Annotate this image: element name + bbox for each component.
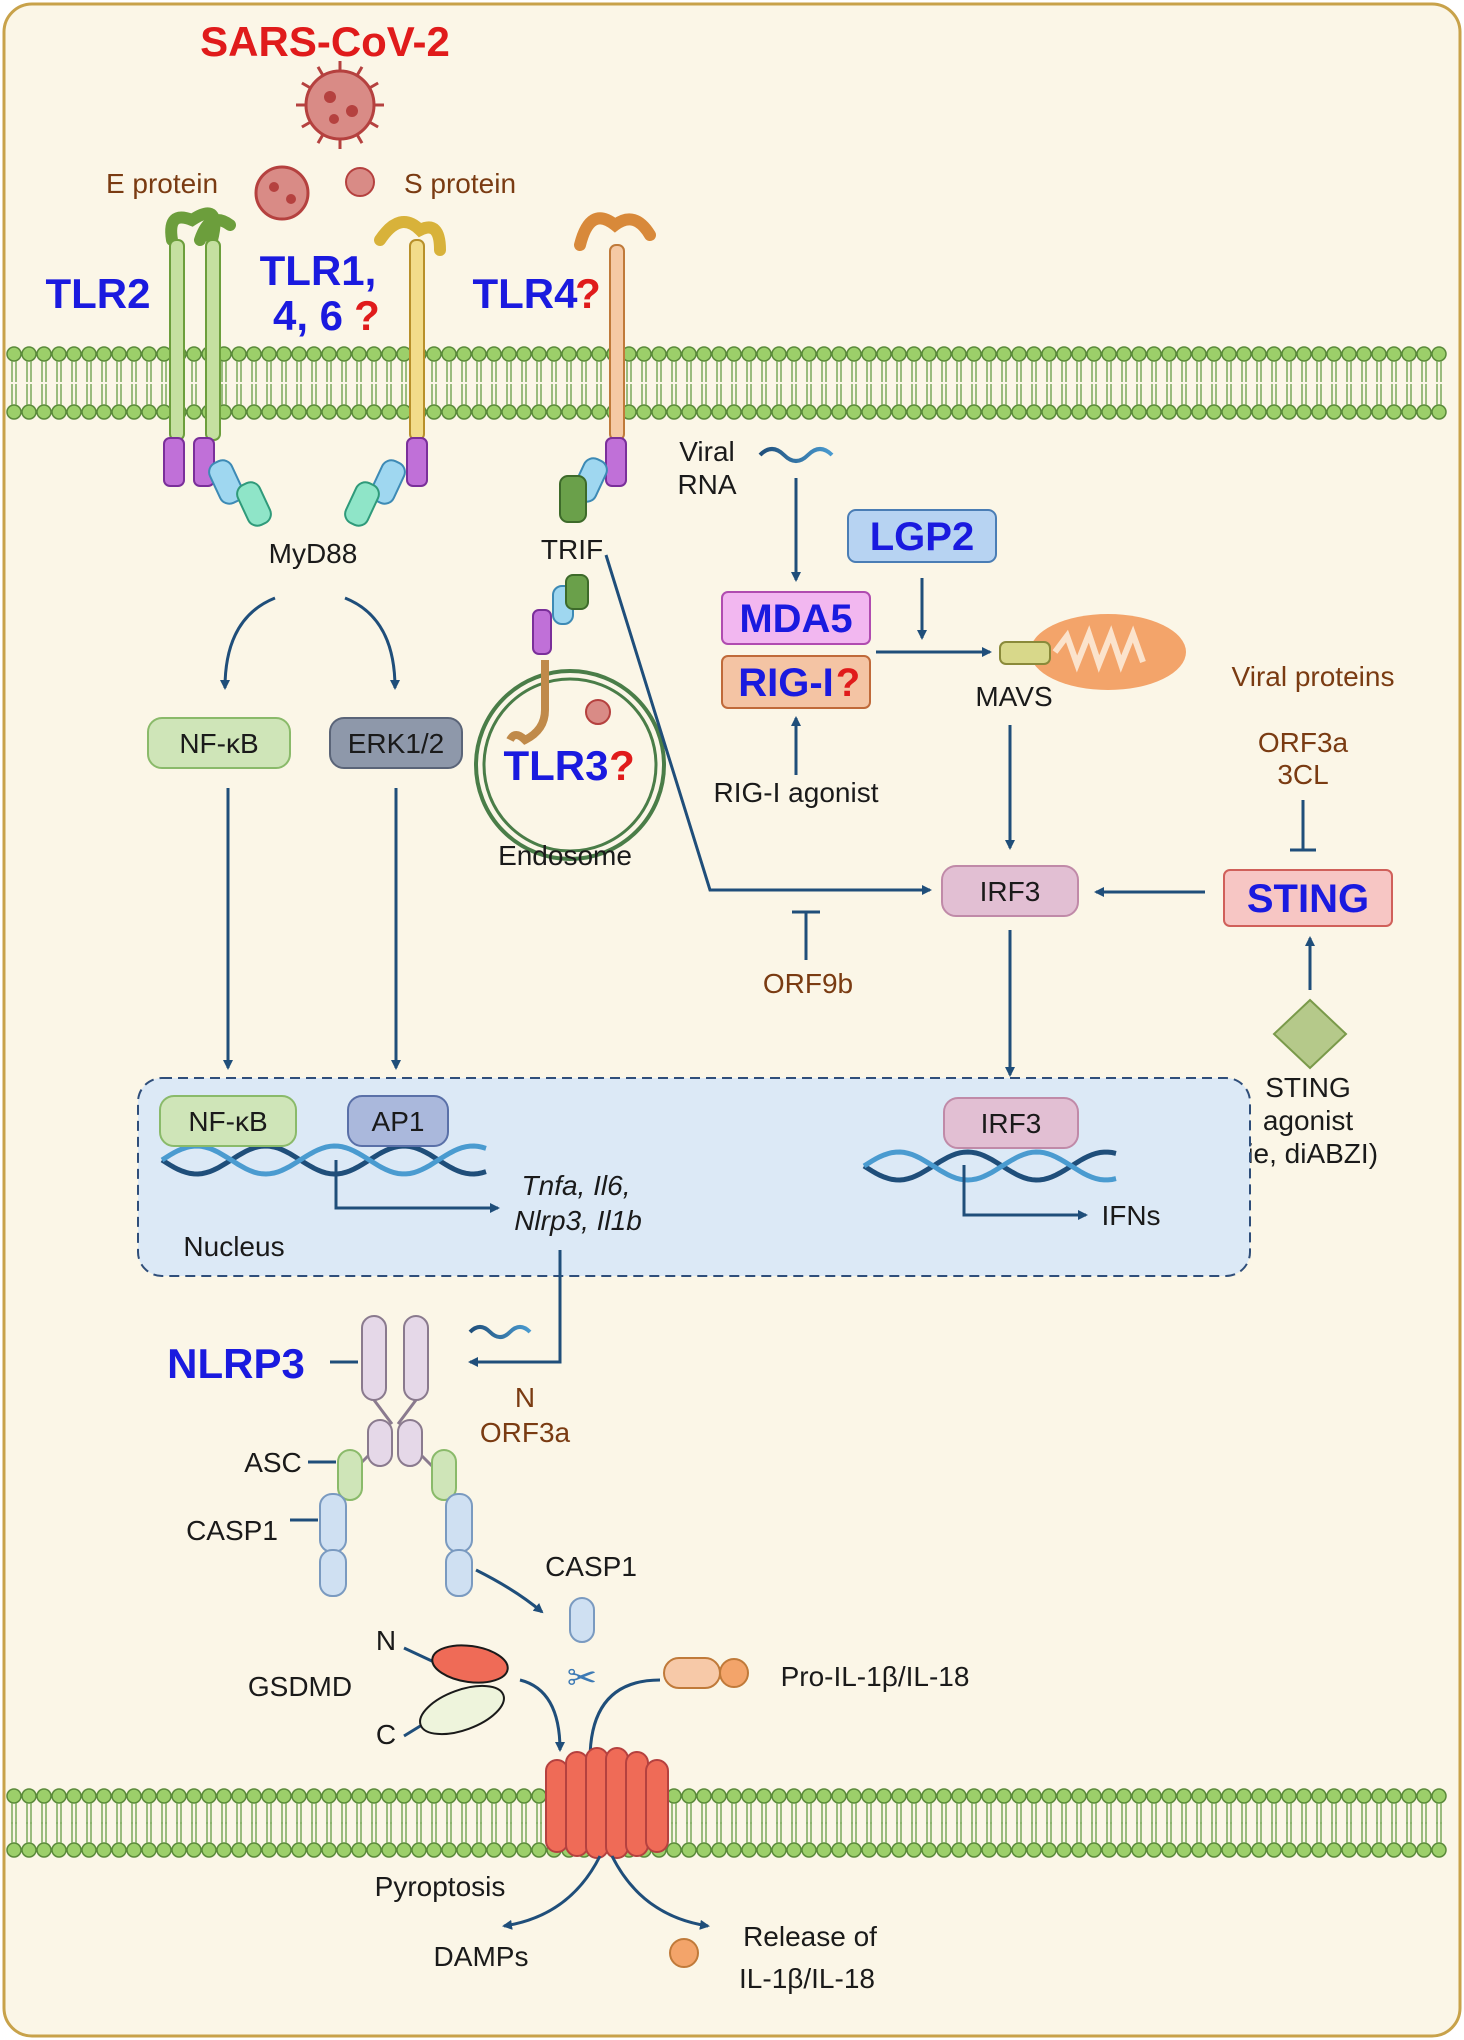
- casp1-label-free: CASP1: [545, 1551, 637, 1582]
- release-line2: IL-1β/IL-18: [739, 1963, 875, 1994]
- dna-helix-icon: [862, 1149, 1117, 1183]
- inflammasome: [319, 1315, 473, 1597]
- virus-icon: [296, 61, 384, 149]
- irf3-label-cytoplasm: IRF3: [980, 876, 1041, 907]
- dna-helix-icon: [160, 1143, 487, 1177]
- nfkb-label-nucleus: NF-κB: [188, 1106, 267, 1137]
- tlr1-question: ?: [354, 292, 380, 339]
- rigi-box: [721, 655, 871, 709]
- tlr3-label: TLR3: [504, 742, 609, 789]
- rna-strand-icon: [758, 447, 834, 463]
- casp1-label-left: CASP1: [186, 1515, 278, 1546]
- irf3-box-nucleus: [943, 1097, 1079, 1149]
- rigi-agonist-label: RIG-I agonist: [714, 777, 879, 808]
- pyroptosis-label: Pyroptosis: [375, 1871, 506, 1902]
- nfkb-box-cytoplasm: [147, 717, 291, 769]
- nucleus: [137, 1077, 1251, 1277]
- tlr4-question: ?: [575, 270, 601, 317]
- nfkb-box-nucleus: [159, 1095, 297, 1147]
- n-label: N: [515, 1382, 535, 1413]
- tlr1-label-line1: TLR1,: [260, 247, 377, 294]
- virus-icon: [254, 165, 310, 221]
- lgp2-label: LGP2: [870, 515, 974, 559]
- scissors-icon: ✂: [567, 1657, 597, 1698]
- tlr4-label: TLR4: [473, 270, 579, 317]
- ap1-label: AP1: [372, 1106, 425, 1137]
- mitochondrion-icon: [1030, 614, 1186, 690]
- pro-il1b-label: Pro-IL-1β/IL-18: [781, 1661, 970, 1692]
- s-protein-label: S protein: [404, 168, 516, 199]
- orf9b-label: ORF9b: [763, 968, 853, 999]
- mavs-label: MAVS: [975, 681, 1052, 712]
- erk-label: ERK1/2: [348, 728, 445, 759]
- nlrp3-label: NLRP3: [167, 1340, 305, 1387]
- tlr1-receptor: [344, 216, 446, 527]
- ap1-box: [347, 1095, 449, 1147]
- mavs-anchor: [999, 641, 1051, 665]
- genes-line1: Tnfa, Il6,: [522, 1170, 631, 1201]
- diamond-agonist-icon: [1272, 998, 1348, 1070]
- tlr2-receptor: [163, 207, 272, 527]
- gsdmd-c-domain: [419, 1684, 505, 1736]
- orf3a-label-2: ORF3a: [480, 1417, 571, 1448]
- pro-il1b-icon: [663, 1657, 749, 1689]
- sting-agonist-line2: agonist: [1263, 1105, 1354, 1136]
- rigi-label: RIG-I: [738, 661, 834, 705]
- endosome-label: Endosome: [498, 840, 632, 871]
- erk-box: [329, 717, 463, 769]
- gsdmd-pore: [545, 1747, 669, 1859]
- gsdmd-n-label: N: [376, 1625, 396, 1656]
- e-protein-label: E protein: [106, 168, 218, 199]
- il1b-icon: [669, 1938, 699, 1968]
- irf3-label-nucleus: IRF3: [981, 1108, 1042, 1139]
- genes-line2: Nlrp3, Il1b: [514, 1205, 642, 1236]
- sting-box: [1223, 869, 1393, 927]
- viral-proteins-label: Viral proteins: [1232, 661, 1395, 692]
- virus-icon: [345, 167, 375, 197]
- mda5-box: [721, 591, 871, 645]
- 3cl-label: 3CL: [1277, 759, 1328, 790]
- tlr2-label: TLR2: [46, 270, 151, 317]
- rna-strand-icon: [468, 1325, 532, 1339]
- damps-label: DAMPs: [434, 1941, 529, 1972]
- asc-label: ASC: [244, 1447, 302, 1478]
- orf3a-label: ORF3a: [1258, 727, 1349, 758]
- casp1-free: [569, 1597, 595, 1643]
- viral-rna-label-line2: RNA: [677, 469, 736, 500]
- sting-agonist-line3: (ie, diABZI): [1238, 1138, 1378, 1169]
- ifns-label: IFNs: [1101, 1200, 1160, 1231]
- mda5-label: MDA5: [739, 597, 852, 641]
- nfkb-label-cytoplasm: NF-κB: [179, 728, 258, 759]
- myd88-label: MyD88: [269, 538, 358, 569]
- title-sars-cov-2: SARS-CoV-2: [200, 18, 450, 65]
- gsdmd-n-domain: [431, 1644, 509, 1684]
- trif-label: TRIF: [541, 534, 603, 565]
- sting-agonist-line1: STING: [1265, 1072, 1351, 1103]
- irf3-box-cytoplasm: [941, 865, 1079, 917]
- gsdmd-label: GSDMD: [248, 1671, 352, 1702]
- sting-label: STING: [1247, 877, 1369, 921]
- tlr4-receptor: [559, 212, 656, 523]
- nucleus-label: Nucleus: [183, 1231, 284, 1262]
- viral-rna-label-line1: Viral: [679, 436, 735, 467]
- lgp2-box: [847, 509, 997, 563]
- tlr3-question: ?: [609, 742, 635, 789]
- endosome: [474, 574, 666, 861]
- rigi-question: ?: [836, 661, 860, 705]
- tlr1-label-line2: 4, 6: [273, 292, 343, 339]
- gsdmd-c-label: C: [376, 1719, 396, 1750]
- release-line1: Release of: [743, 1921, 877, 1952]
